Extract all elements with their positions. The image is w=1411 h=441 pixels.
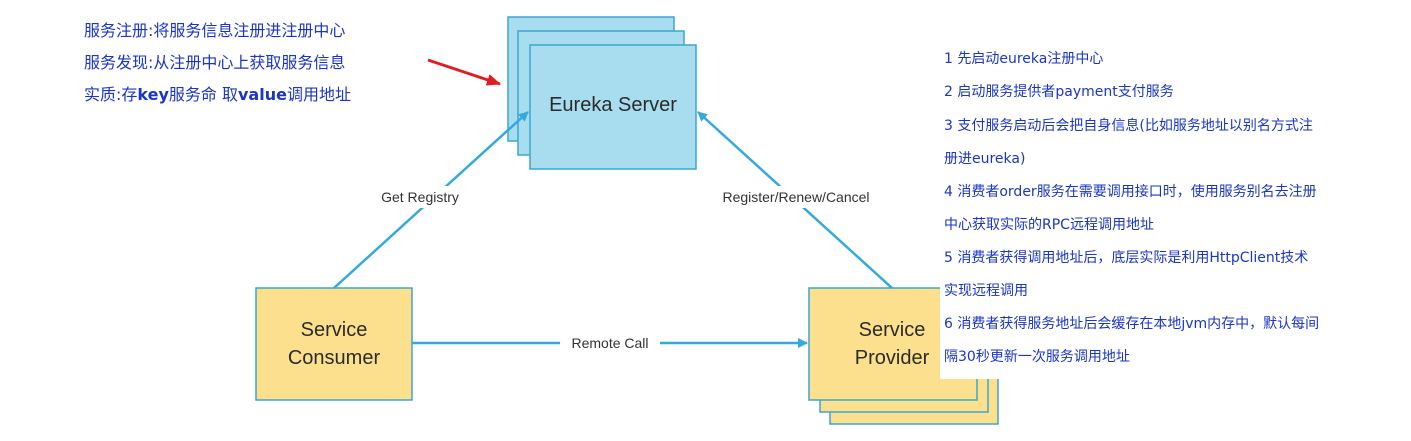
- consumer-label-line1: Service: [301, 319, 368, 341]
- note-essence: 实质:存key服务命 取value调用地址: [84, 85, 351, 105]
- note-service-registration: 服务注册:将服务信息注册进注册中心: [84, 21, 346, 40]
- note-essence-value: value: [238, 85, 287, 104]
- service-consumer-node: Service Consumer: [255, 287, 413, 401]
- provider-label-line2: Provider: [855, 347, 930, 369]
- get-registry-label: Get Registry: [381, 189, 459, 205]
- consumer-label-line2: Consumer: [288, 347, 381, 369]
- step-line: 册进eureka): [944, 151, 1026, 167]
- remote-call-label: Remote Call: [571, 335, 648, 351]
- eureka-server-label: Eureka Server: [549, 94, 677, 116]
- step-line: 4 消费者order服务在需要调用接口时，使用服务别名去注册: [944, 184, 1317, 200]
- step-line: 2 启动服务提供者payment支付服务: [944, 84, 1174, 100]
- note-service-discovery: 服务发现:从注册中心上获取服务信息: [84, 53, 346, 72]
- step-line: 中心获取实际的RPC远程调用地址: [944, 217, 1154, 233]
- note-essence-key: key: [137, 85, 169, 104]
- step-line: 3 支付服务启动后会把自身信息(比如服务地址以别名方式注: [944, 118, 1313, 134]
- step-line: 实现远程调用: [944, 283, 1028, 299]
- note-essence-part1: 实质:存: [84, 85, 138, 104]
- step-line: 隔30秒更新一次服务调用地址: [944, 349, 1130, 365]
- steps-panel: 1 先启动eureka注册中心 2 启动服务提供者payment支付服务 3 支…: [940, 44, 1411, 379]
- step-line: 1 先启动eureka注册中心: [944, 51, 1104, 67]
- step-line: 6 消费者获得服务地址后会缓存在本地jvm内存中，默认每间: [944, 316, 1320, 332]
- note-essence-part2: 服务命 取: [168, 85, 238, 104]
- register-label: Register/Renew/Cancel: [722, 189, 869, 205]
- eureka-server-node: Eureka Server: [507, 16, 697, 170]
- provider-label-line1: Service: [859, 319, 926, 341]
- red-pointer-arrow: [427, 58, 501, 86]
- step-line: 5 消费者获得调用地址后，底层实际是利用HttpClient技术: [944, 250, 1309, 266]
- note-essence-part3: 调用地址: [286, 85, 351, 104]
